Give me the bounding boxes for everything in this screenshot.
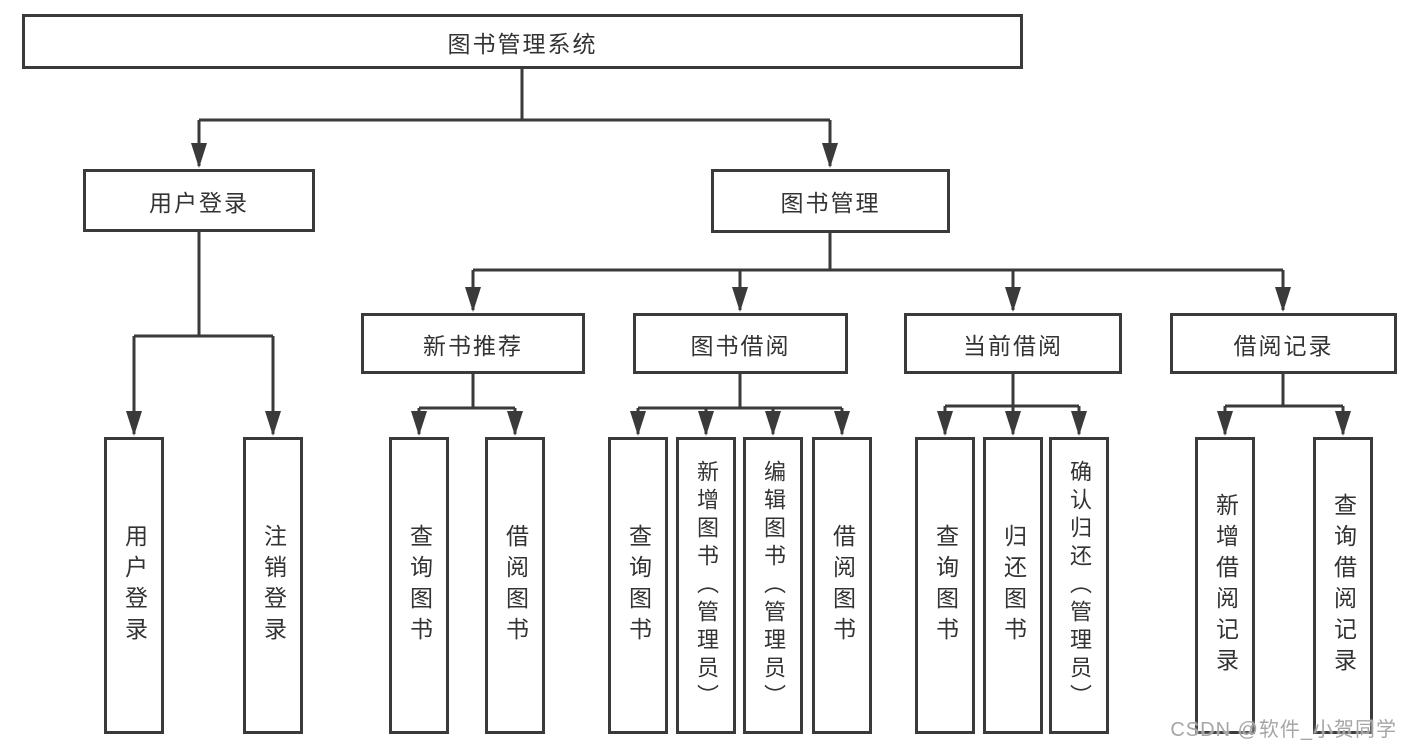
leaf-user-login: 用户登录	[104, 437, 164, 734]
node-root: 图书管理系统	[22, 14, 1023, 69]
leaf-return-books: 归还图书	[983, 437, 1043, 734]
node-book-management: 图书管理	[711, 169, 950, 233]
leaf-query-books-current: 查询图书	[915, 437, 975, 734]
leaf-borrow-books: 借阅图书	[812, 437, 872, 734]
leaf-add-books-admin: 新增图书（管理员）	[676, 437, 736, 734]
node-borrowing-records: 借阅记录	[1170, 313, 1397, 374]
watermark: CSDN @软件_小贺同学	[1170, 719, 1397, 741]
leaf-query-borrow-record: 查询借阅记录	[1313, 437, 1373, 734]
arrowheads	[126, 143, 1351, 436]
leaf-edit-books-admin: 编辑图书（管理员）	[743, 437, 803, 734]
leaf-query-books-recommend: 查询图书	[389, 437, 449, 734]
leaf-logout-login: 注销登录	[243, 437, 303, 734]
node-book-borrowing: 图书借阅	[633, 313, 848, 374]
leaf-confirm-return-admin: 确认归还（管理员）	[1049, 437, 1109, 734]
leaf-borrow-books-recommend: 借阅图书	[485, 437, 545, 734]
node-current-borrowing: 当前借阅	[904, 313, 1122, 374]
node-new-book-recommend: 新书推荐	[361, 313, 585, 374]
leaf-query-books-borrowing: 查询图书	[608, 437, 668, 734]
leaf-add-borrow-record: 新增借阅记录	[1195, 437, 1255, 734]
node-user-login-branch: 用户登录	[83, 169, 315, 232]
